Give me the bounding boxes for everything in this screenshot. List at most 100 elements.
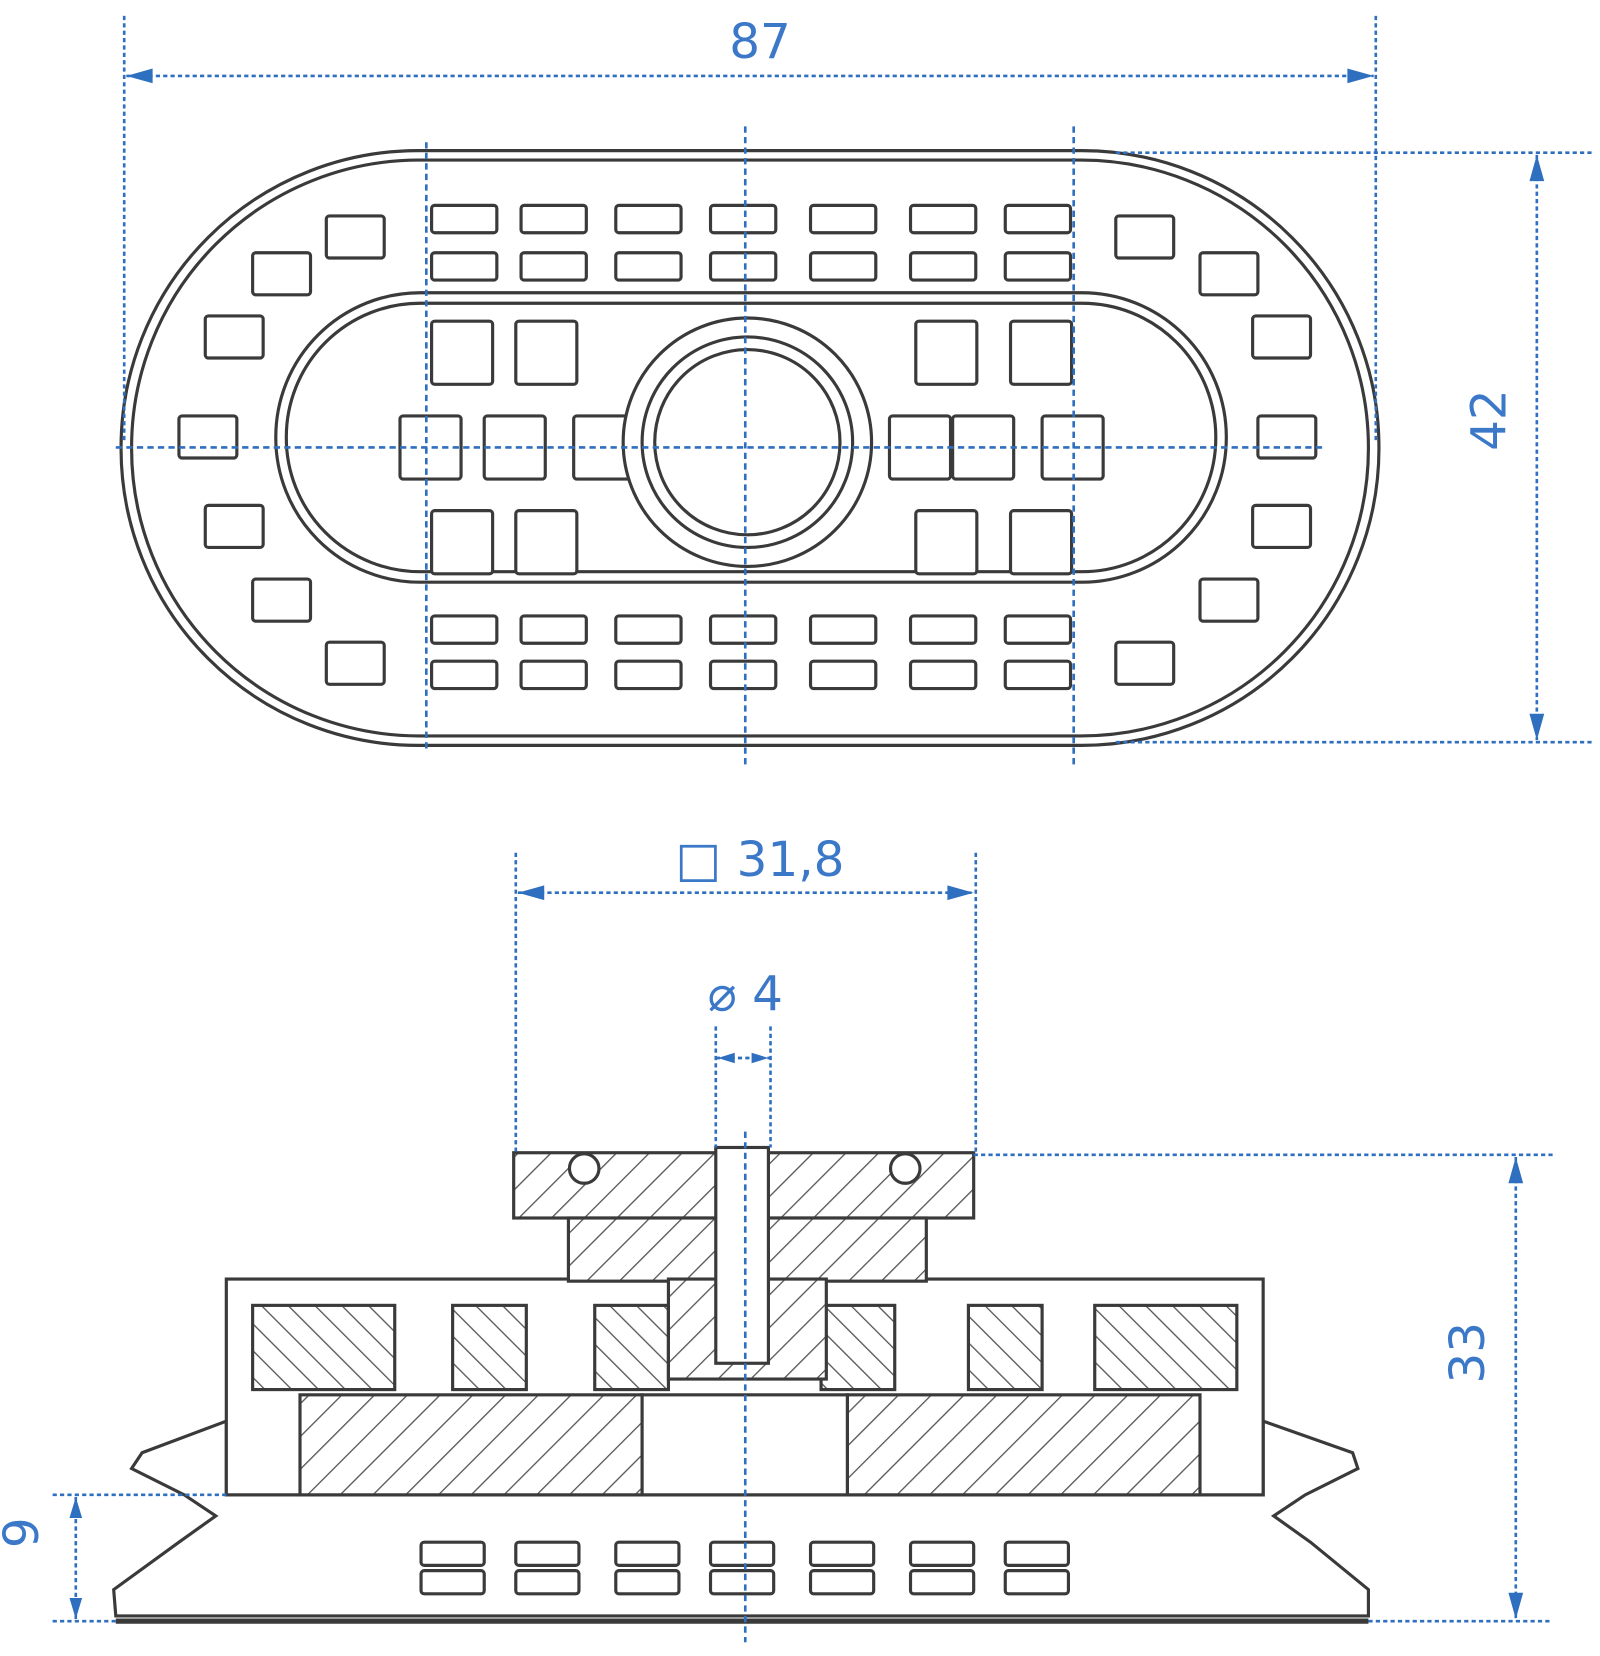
bellows-cell <box>908 1569 976 1596</box>
insert-block-5 <box>966 1303 1044 1392</box>
grid-cell <box>429 659 499 691</box>
grid-cell <box>203 314 265 360</box>
center-ring-outer <box>621 316 874 568</box>
bellows-cell-grid <box>419 1540 1070 1596</box>
grid-cell <box>519 659 588 691</box>
grid-cell <box>251 577 313 623</box>
grid-cell <box>914 509 979 576</box>
grid-cell <box>429 614 499 645</box>
grid-cell <box>614 614 683 645</box>
grid-cell <box>203 503 265 550</box>
grid-cell <box>398 414 463 481</box>
bellows-cell <box>708 1569 776 1596</box>
bellows-cell <box>708 1540 776 1567</box>
insert-block-4 <box>819 1303 897 1392</box>
grid-cell <box>1003 614 1073 645</box>
grid-cell <box>1114 214 1176 260</box>
grid-cell <box>708 251 778 282</box>
center-ring-mid <box>640 335 855 550</box>
inner-stadium-outline <box>274 291 1228 584</box>
grid-cell <box>614 659 683 691</box>
grid-cell <box>177 414 239 460</box>
inner-stadium-inner-outline <box>284 301 1218 574</box>
body-hatched-right <box>845 1393 1202 1497</box>
insert-block-1 <box>251 1303 397 1392</box>
top-view: 87 42 <box>115 14 1595 769</box>
bore-channel <box>714 1145 770 1365</box>
grid-cell <box>482 414 547 481</box>
insert-block-3 <box>593 1303 670 1392</box>
body-hatched-left <box>298 1393 644 1497</box>
arrow-up-icon <box>1508 1156 1524 1184</box>
arrow-left-icon <box>751 1052 769 1064</box>
dimension-label-width: 42 <box>1461 389 1517 451</box>
grid-cell <box>324 214 386 260</box>
grid-cell <box>908 251 978 282</box>
grid-cell <box>519 614 588 645</box>
center-bore <box>653 348 842 537</box>
bellows-cell <box>808 1569 876 1596</box>
grid-cell <box>908 659 978 691</box>
o-ring-right <box>888 1152 922 1185</box>
arrow-down-icon <box>69 1598 83 1620</box>
grid-cell <box>1114 640 1176 686</box>
grid-cell <box>908 614 978 645</box>
dimension-label-length: 87 <box>729 14 791 70</box>
grid-cell <box>1003 251 1073 282</box>
bellows-cell <box>1003 1540 1070 1567</box>
bellows-cell <box>1003 1569 1070 1596</box>
grid-cell <box>1256 414 1318 460</box>
arrow-up-icon <box>69 1496 83 1518</box>
grid-cell <box>1251 503 1313 550</box>
arrow-right-icon <box>1347 68 1374 84</box>
bellows-cell <box>614 1569 681 1596</box>
grid-cell <box>1003 203 1073 235</box>
grid-cell <box>708 203 778 235</box>
grid-cell <box>914 319 979 386</box>
grid-cell <box>1008 509 1074 576</box>
arrow-up-icon <box>1529 154 1545 182</box>
bellows-cell <box>514 1540 581 1567</box>
bellows-cell <box>514 1569 581 1596</box>
grid-cell <box>808 203 878 235</box>
grid-cell <box>614 251 683 282</box>
grid-cell <box>251 251 313 297</box>
arrow-left-icon <box>517 885 545 901</box>
dimension-label-height: 33 <box>1440 1322 1496 1384</box>
bellows-cell <box>419 1569 486 1596</box>
arrow-right-icon <box>717 1052 735 1064</box>
insert-block-2 <box>451 1303 528 1392</box>
grid-cell <box>908 203 978 235</box>
grid-cell <box>324 640 386 686</box>
grid-cell <box>514 509 579 576</box>
grid-cell <box>808 614 878 645</box>
arrow-down-icon <box>1529 713 1545 741</box>
grid-cell <box>614 203 683 235</box>
grid-cell <box>519 251 588 282</box>
insert-block-6 <box>1093 1303 1239 1392</box>
grid-cell <box>808 251 878 282</box>
grid-cell <box>708 659 778 691</box>
dimension-label-bore: ⌀ 4 <box>708 967 783 1023</box>
grid-cell <box>519 203 588 235</box>
grid-cell <box>1251 314 1313 360</box>
grid-cell <box>429 319 495 386</box>
bellows-cell <box>419 1540 486 1567</box>
o-ring-left <box>567 1152 601 1185</box>
dimension-label-bellows: 9 <box>0 1517 50 1548</box>
grid-cell <box>1198 251 1260 297</box>
bellows-cell <box>808 1540 876 1567</box>
grid-cell <box>708 614 778 645</box>
bellows-cell <box>614 1540 681 1567</box>
grid-cell <box>1003 659 1073 691</box>
grid-cell <box>1198 577 1260 623</box>
grid-cell <box>429 251 499 282</box>
arrow-left-icon <box>126 68 153 84</box>
arrow-down-icon <box>1508 1592 1524 1620</box>
grid-cell <box>514 319 579 386</box>
grid-cell <box>808 659 878 691</box>
section-view: □ 31,8 ⌀ 4 33 9 <box>0 832 1553 1643</box>
grid-cell <box>429 509 495 576</box>
grid-cell <box>429 203 499 235</box>
